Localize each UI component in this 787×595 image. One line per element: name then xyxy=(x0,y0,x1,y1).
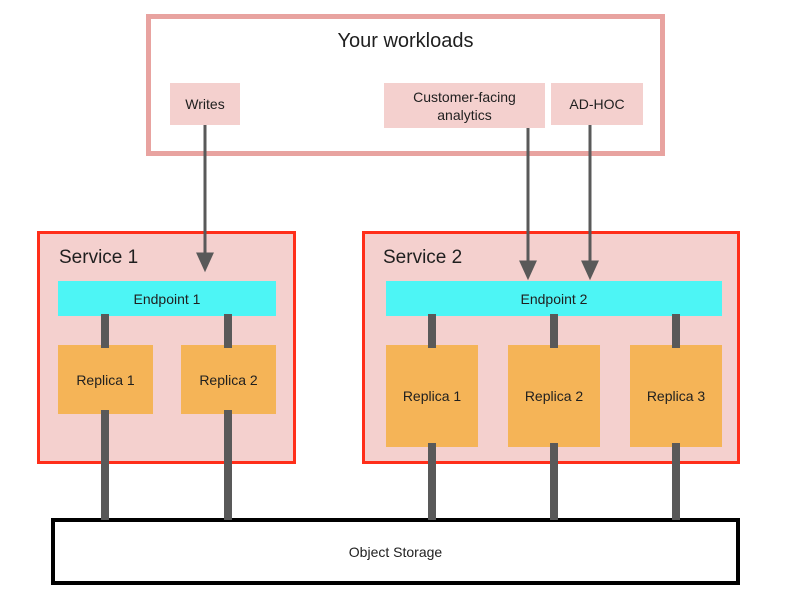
service-1-replica-1[interactable]: Replica 1 xyxy=(58,345,153,414)
service-1-label: Service 1 xyxy=(59,247,139,268)
service-2-replica-2[interactable]: Replica 2 xyxy=(508,345,600,447)
service-2-endpoint[interactable]: Endpoint 2 xyxy=(386,281,722,316)
your-workloads-title: Your workloads xyxy=(337,30,474,52)
service-2-replica-1[interactable]: Replica 1 xyxy=(386,345,478,447)
workload-chip-customer-facing-analytics[interactable]: Customer-facing analytics xyxy=(384,83,545,128)
workload-chip-ad-hoc[interactable]: AD-HOC xyxy=(551,83,643,125)
workload-chip-writes[interactable]: Writes xyxy=(170,83,240,125)
service-2-label: Service 2 xyxy=(383,247,463,268)
service-1-endpoint[interactable]: Endpoint 1 xyxy=(58,281,276,316)
service-1-replica-2[interactable]: Replica 2 xyxy=(181,345,276,414)
object-storage-box[interactable]: Object Storage xyxy=(51,518,740,585)
service-2-replica-3[interactable]: Replica 3 xyxy=(630,345,722,447)
